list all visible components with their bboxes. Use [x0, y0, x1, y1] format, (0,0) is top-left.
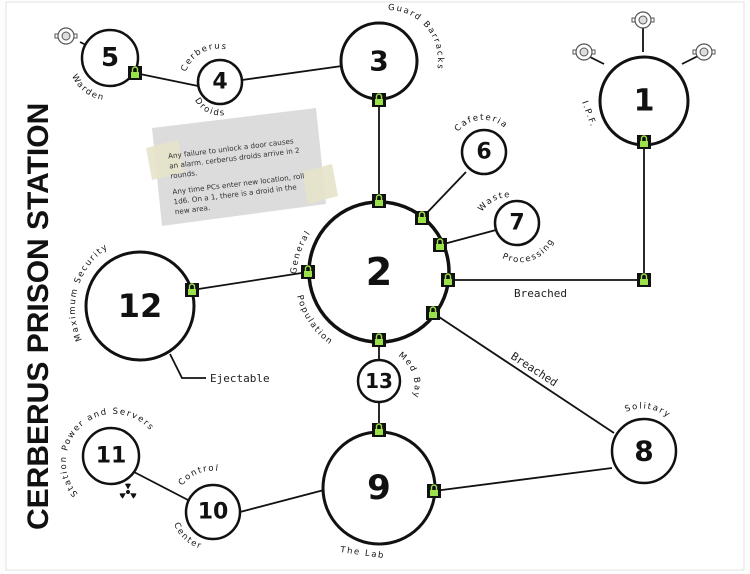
- sentry-turret-icon: [692, 43, 716, 61]
- sentry-turret-icon: [631, 11, 655, 29]
- padlock-icon[interactable]: [128, 66, 142, 80]
- padlock-icon[interactable]: [372, 333, 386, 347]
- note-line-7: new area.: [174, 203, 210, 216]
- node-8-circle[interactable]: [610, 417, 678, 485]
- padlock-icon[interactable]: [426, 306, 440, 320]
- rules-note: Any failure to unlock a door causes an a…: [146, 108, 338, 226]
- sentry-turret-icon: [572, 43, 596, 61]
- node-7-circle[interactable]: [493, 199, 541, 247]
- padlock-icon[interactable]: [372, 423, 386, 437]
- padlock-icon[interactable]: [372, 194, 386, 208]
- edge-9-8: [433, 467, 613, 492]
- padlock-icon[interactable]: [301, 265, 315, 279]
- edge-6-2: [421, 171, 467, 219]
- node-6-number: 6: [476, 140, 491, 165]
- node-12-number: 12: [118, 287, 163, 325]
- node-5-number: 5: [101, 43, 119, 73]
- node-10-circle[interactable]: [184, 483, 242, 541]
- padlock-icon[interactable]: [415, 211, 429, 225]
- sentry-turret-icon: [54, 27, 78, 45]
- node-12-circle[interactable]: [84, 250, 196, 362]
- padlock-icon[interactable]: [372, 93, 386, 107]
- padlock-icon[interactable]: [185, 283, 199, 297]
- note-line-3: rounds.: [170, 168, 198, 180]
- node-4-number: 4: [212, 70, 227, 95]
- tape-left: [146, 140, 184, 180]
- node-8-number: 8: [634, 435, 653, 468]
- padlock-icon[interactable]: [433, 238, 447, 252]
- nodes: [80, 21, 690, 546]
- padlock-icon[interactable]: [441, 273, 455, 287]
- node-7-number: 7: [509, 211, 524, 236]
- node-5-circle[interactable]: [80, 28, 140, 88]
- node-11-number: 11: [96, 444, 127, 469]
- node-11-circle[interactable]: [81, 426, 141, 486]
- note-paper: [152, 108, 326, 226]
- tape-right: [302, 164, 338, 204]
- node-6-circle[interactable]: [460, 128, 508, 176]
- edge-label-ejectable: Ejectable: [210, 372, 270, 385]
- edge-7-2: [439, 229, 497, 246]
- edge-10-9: [239, 489, 325, 513]
- edge-2-12: [191, 271, 309, 291]
- node-2-number: 2: [366, 250, 392, 294]
- edge-12-ejectable: [169, 353, 206, 379]
- edge-label-breached-1: Breached: [514, 287, 567, 300]
- node-13-number: 13: [365, 369, 393, 393]
- door-locks: [128, 66, 651, 498]
- edges: [79, 26, 703, 513]
- turrets: [54, 11, 716, 61]
- node-10-number: 10: [198, 500, 229, 525]
- padlock-icon[interactable]: [637, 135, 651, 149]
- node-13-circle[interactable]: [356, 358, 402, 404]
- edge-11-10: [133, 471, 189, 501]
- node-3-number: 3: [369, 45, 388, 78]
- edge-2-8: [432, 312, 615, 434]
- edge-5-4: [134, 72, 199, 87]
- station-title: CERBERUS PRISON STATION: [22, 103, 55, 530]
- padlock-icon[interactable]: [637, 273, 651, 287]
- node-9-number: 9: [367, 468, 391, 508]
- edge-4-3: [241, 65, 343, 81]
- padlock-icon[interactable]: [427, 484, 441, 498]
- node-1-number: 1: [634, 84, 655, 119]
- node-4-circle[interactable]: [196, 58, 244, 106]
- radiation-icon: [119, 483, 137, 499]
